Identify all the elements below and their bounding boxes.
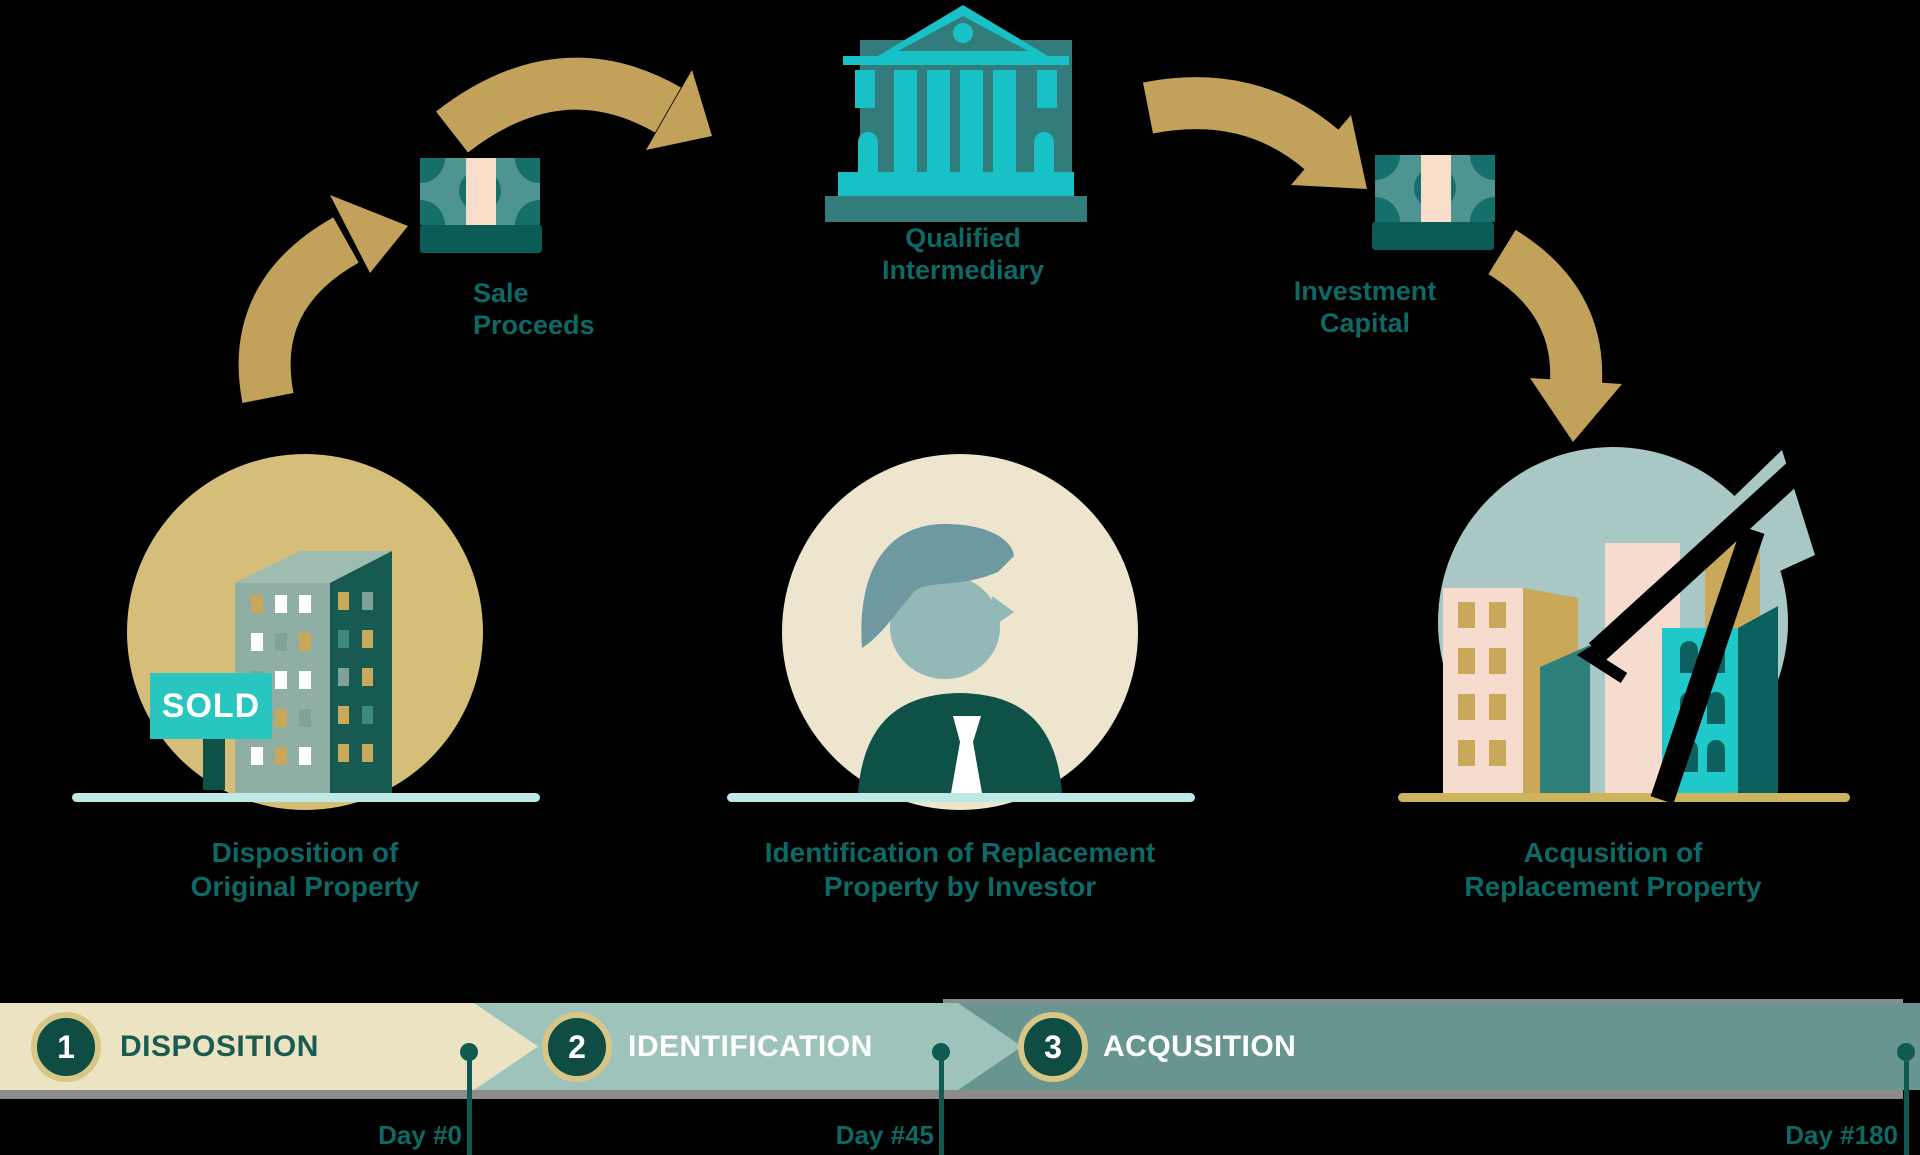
artwork xyxy=(72,5,1850,810)
timeline-shadow-top xyxy=(943,999,1903,1003)
flow-arrow-up-left-icon xyxy=(238,195,408,403)
day180-label: Day #180 xyxy=(1785,1120,1898,1150)
money-stack-icon xyxy=(1372,155,1495,250)
investor-illustration xyxy=(727,454,1195,810)
stage2-bar-label: IDENTIFICATION xyxy=(628,1030,873,1063)
split-crack-arrow-icon xyxy=(1576,449,1819,804)
ground-line xyxy=(727,793,1195,802)
sold-sign-text: SOLD xyxy=(161,686,261,725)
sale-proceeds-label: Sale Proceeds xyxy=(473,278,595,341)
investment-capital-label: Investment Capital xyxy=(1293,276,1437,339)
flow-arrow-down-right-icon xyxy=(1487,229,1622,442)
day45-label: Day #45 xyxy=(835,1120,934,1150)
stage2-number-badge: 2 xyxy=(542,1012,612,1082)
sold-property-illustration xyxy=(72,454,540,810)
stage2-caption: Identification of Replacement Property b… xyxy=(764,837,1156,903)
sold-sign: SOLD xyxy=(150,673,272,739)
qualified-intermediary-label: Qualified Intermediary xyxy=(881,223,1045,286)
sold-sign-post xyxy=(203,738,225,790)
day45-marker-line xyxy=(939,1052,944,1155)
money-stack-icon xyxy=(420,158,542,253)
ground-line xyxy=(1398,793,1850,802)
day180-marker-line xyxy=(1904,1052,1909,1155)
stage1-number-badge: 1 xyxy=(31,1012,101,1082)
stage3-bar-label: ACQUSITION xyxy=(1103,1030,1297,1063)
stage3-number-badge: 3 xyxy=(1018,1012,1088,1082)
flow-arrow-to-bank-icon xyxy=(436,57,712,153)
ground-line xyxy=(72,793,540,802)
stage1-bar-label: DISPOSITION xyxy=(120,1030,319,1063)
bank-icon xyxy=(825,5,1087,222)
day0-marker-line xyxy=(467,1052,472,1155)
flow-arrow-from-bank-icon xyxy=(1143,77,1367,189)
stage3-caption: Acqusition of Replacement Property xyxy=(1464,837,1762,903)
timeline-shadow-bottom xyxy=(0,1090,1903,1099)
stage1-caption: Disposition of Original Property xyxy=(190,837,420,903)
day0-label: Day #0 xyxy=(378,1120,462,1150)
replacement-property-illustration xyxy=(1398,447,1850,804)
